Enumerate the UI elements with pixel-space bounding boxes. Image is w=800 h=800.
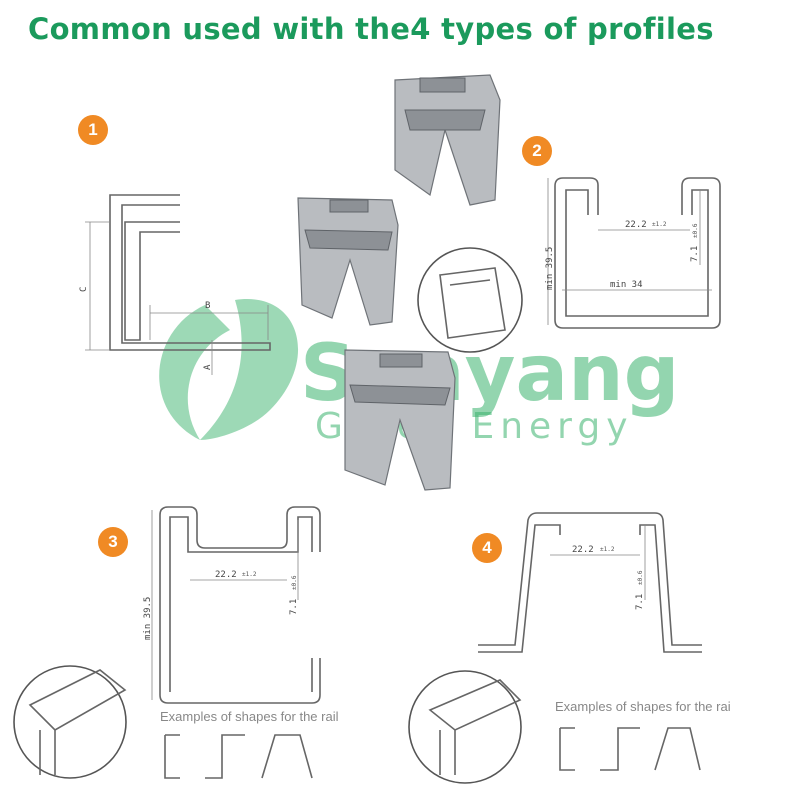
- dim-lip-tol: ±0.6: [291, 575, 298, 590]
- dim-lip-tol: ±0.6: [692, 223, 699, 238]
- rail-shape-examples: [164, 734, 313, 779]
- dim-lip-tol: ±0.6: [637, 570, 644, 585]
- rail-inset-2: [417, 247, 523, 353]
- dim-inner-width: 22.2: [625, 220, 647, 230]
- clamp-image-top: [394, 74, 501, 206]
- page-title: Common used with the4 types of profiles: [28, 12, 714, 46]
- examples-label: Examples of shapes for the rail: [160, 709, 339, 724]
- clamp-image-middle: [297, 197, 399, 326]
- badge-2: 2: [522, 136, 552, 166]
- dim-height: min 39.5: [545, 247, 555, 290]
- profile-1-drawing: C B A: [79, 194, 271, 375]
- dim-a-label: A: [203, 364, 213, 370]
- dim-inner-tol: ±1.2: [242, 571, 257, 578]
- badge-4: 4: [472, 533, 502, 563]
- profile-2-drawing: 22.2 ±1.2 min 34 min 39.5 7.1 ±0.6: [545, 177, 721, 329]
- rail-shape-examples: [559, 727, 701, 771]
- dim-inner-width: 22.2: [572, 545, 594, 555]
- dim-inner-tol: ±1.2: [652, 221, 667, 228]
- dim-c-label: C: [79, 287, 89, 292]
- examples-label: Examples of shapes for the rai: [555, 699, 731, 714]
- dim-inner-width: 22.2: [215, 570, 237, 580]
- rail-inset-3: [13, 665, 127, 779]
- dim-lip: 7.1: [635, 594, 645, 610]
- profile-3-drawing: 22.2 ±1.2 min 39.5 7.1 ±0.6 Examples of …: [143, 506, 339, 779]
- dim-height: min 39.5: [143, 597, 153, 640]
- dim-lip: 7.1: [690, 246, 700, 262]
- dim-inner-tol: ±1.2: [600, 546, 615, 553]
- badge-1: 1: [78, 115, 108, 145]
- clamp-image-bottom: [344, 349, 456, 491]
- rail-inset-4: [408, 670, 522, 784]
- profile-4-drawing: 22.2 ±1.2 7.1 ±0.6 Examples of shapes fo…: [478, 512, 731, 771]
- dim-width: min 34: [610, 280, 643, 290]
- dim-lip: 7.1: [289, 599, 299, 615]
- dim-b-label: B: [205, 301, 210, 311]
- badge-3: 3: [98, 527, 128, 557]
